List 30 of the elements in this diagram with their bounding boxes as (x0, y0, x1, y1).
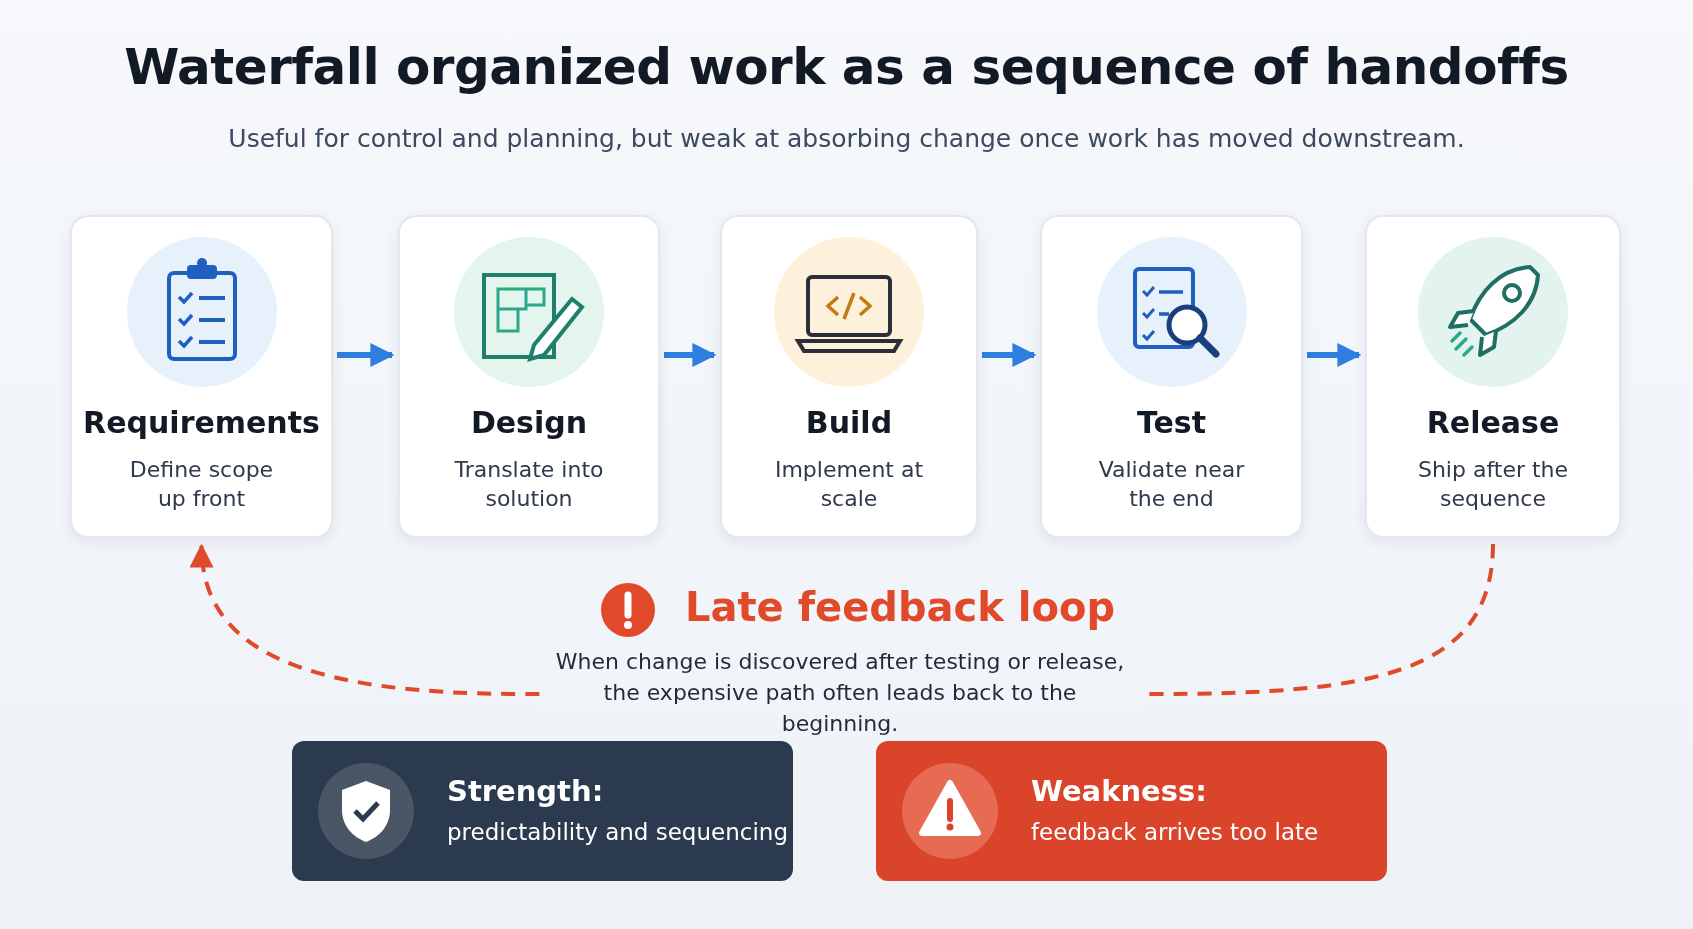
stage-title: Requirements (82, 405, 321, 440)
callout-heading: Late feedback loop (685, 584, 1116, 630)
stage-description: Ship after the sequence (1416, 456, 1570, 513)
card-heading: Weakness: (1031, 774, 1207, 808)
summary-card (292, 741, 793, 881)
card-description: predictability and sequencing (447, 819, 788, 845)
summary-card (876, 741, 1387, 881)
stage-card (720, 215, 978, 538)
stage-card (70, 215, 333, 538)
stage-title: Build (804, 405, 894, 440)
stage-description: Translate into solution (453, 456, 605, 513)
callout-text: When change is discovered after testing or release, the expensive path often leads back to the beginning. (554, 648, 1126, 738)
flow-arrow (337, 343, 395, 367)
stage-card (1040, 215, 1303, 538)
stage-card (398, 215, 660, 538)
stage-title: Test (1136, 405, 1207, 440)
feedback-arrow (191, 543, 1495, 696)
title-heading: Waterfall organized work as a sequence of handoffs (123, 38, 1570, 96)
stage-description: Implement at scale (773, 456, 925, 513)
flow-arrow (1307, 343, 1362, 367)
stage-title: Release (1425, 405, 1561, 440)
stage-description: Validate near the end (1097, 456, 1246, 513)
card-description: feedback arrives too late (1031, 819, 1319, 845)
card-heading: Strength: (447, 774, 604, 808)
flow-arrow (982, 343, 1037, 367)
subtitle: Useful for control and planning, but weak at absorbing change once work has moved downstream. (227, 124, 1466, 153)
stage-title: Design (469, 405, 589, 440)
flow-arrow (664, 343, 717, 367)
stage-description: Define scope up front (128, 456, 275, 513)
stage-card (1365, 215, 1621, 538)
